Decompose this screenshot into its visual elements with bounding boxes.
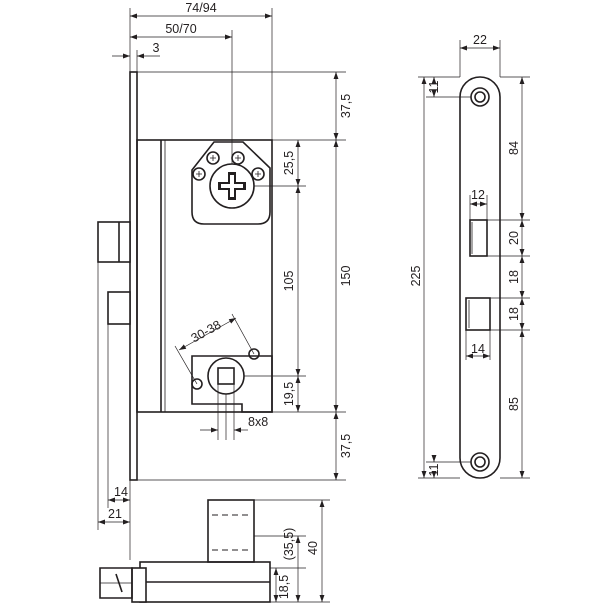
dim-faceplate: 3 — [153, 41, 160, 55]
dim-forend-top-hole: 11 — [427, 80, 441, 93]
dim-follower-to-key: 105 — [282, 271, 296, 292]
dim-key-offset: 19,5 — [282, 382, 296, 406]
handle-stub — [99, 567, 133, 599]
dim-backset: 50/70 — [165, 22, 196, 36]
follower-plate — [191, 141, 271, 225]
dim-follower-offset: 25,5 — [282, 151, 296, 175]
dim-bolt-throw: (35,5) — [282, 528, 296, 561]
bottom-view: (35,5) 40 18,5 — [99, 480, 330, 603]
handle-stub-mark — [115, 573, 123, 593]
forend-bottom-screw-inner — [474, 456, 486, 468]
dim-bolt-projection: 21 — [108, 507, 122, 521]
dim-forend-latch-width: 12 — [471, 188, 485, 202]
forend-latch-opening — [469, 219, 488, 257]
dim-forend-bottom-hole: 11 — [427, 463, 441, 476]
dim-faceplate-offset: 18,5 — [277, 575, 291, 599]
forend-top-screw-inner — [474, 91, 486, 103]
key-screw-right — [248, 348, 260, 360]
forend-bolt-opening — [465, 297, 491, 331]
dim-case-height: 150 — [339, 266, 353, 287]
dim-forend-top-to-latch: 84 — [507, 141, 521, 155]
dim-forend-gap: 18 — [507, 270, 521, 284]
dim-latch-projection: 14 — [114, 485, 128, 499]
follower-screws — [192, 151, 265, 181]
dim-top-to-follower: 37,5 — [339, 94, 353, 118]
dim-bottom: 37,5 — [339, 434, 353, 458]
dim-spindle: 8x8 — [248, 415, 268, 429]
dim-forend-bolt-width: 14 — [471, 342, 485, 356]
latch-bolt — [97, 221, 131, 263]
dim-screw-spacing: 30-38 — [189, 318, 224, 346]
forend-bottom-screw — [470, 452, 490, 472]
dim-forend-total-height: 225 — [409, 266, 423, 287]
dim-forend-bottom-to-bolt: 85 — [507, 397, 521, 411]
spindle-cross-inner — [221, 175, 243, 197]
faceplate — [129, 71, 138, 481]
key-ring — [207, 357, 245, 395]
key-square — [217, 367, 235, 385]
key-screw-left — [191, 378, 203, 390]
dim-bolt-total: 40 — [306, 541, 320, 555]
bolt-body — [207, 499, 255, 563]
dim-forend-bolt-height: 18 — [507, 307, 521, 321]
forend-top-screw — [470, 87, 490, 107]
key-plate — [191, 355, 273, 413]
dim-forend-width: 22 — [473, 33, 487, 47]
front-view: 74/94 50/70 3 37,5 150 37,5 25,5 105 19,… — [97, 1, 353, 530]
dim-overall-depth: 74/94 — [185, 1, 216, 15]
forend-view: 22 11 225 11 84 20 18 18 85 12 14 — [409, 33, 530, 479]
faceplate-section — [131, 567, 147, 603]
dim-forend-latch-height: 20 — [507, 231, 521, 245]
lock-case — [136, 139, 273, 413]
dead-bolt — [107, 291, 131, 325]
forend-plate — [459, 76, 501, 479]
